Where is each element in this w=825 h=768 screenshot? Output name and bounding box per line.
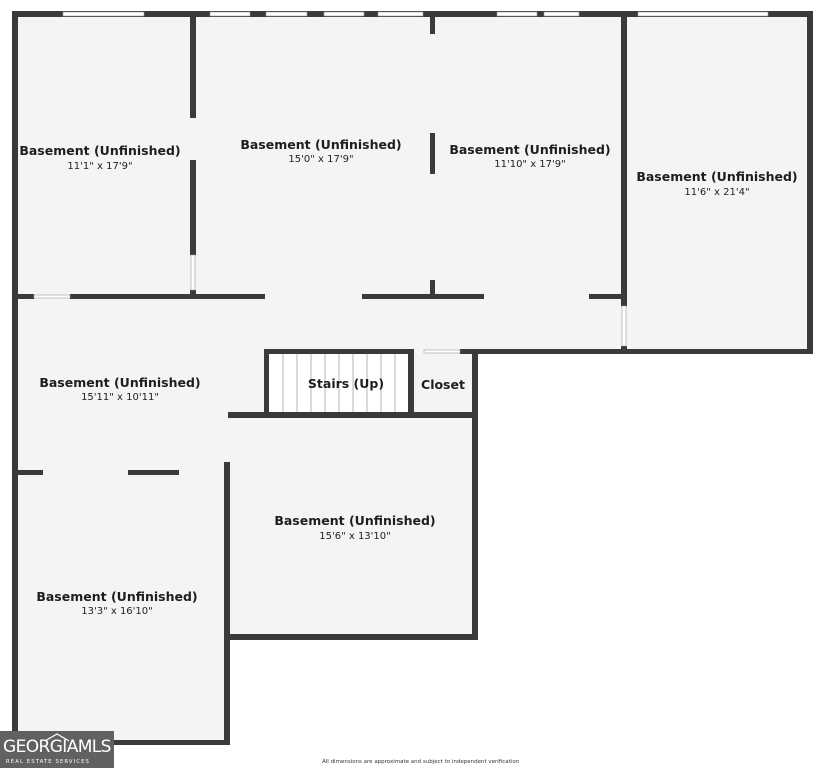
wall-v2-mid bbox=[430, 133, 435, 174]
window bbox=[423, 349, 461, 354]
wall-bottom-left bbox=[12, 740, 230, 745]
wall-bottom-right bbox=[464, 349, 813, 354]
windows bbox=[33, 11, 769, 354]
wall-lower-b bbox=[128, 470, 179, 475]
wall-center-bottom bbox=[228, 634, 478, 640]
window bbox=[62, 11, 145, 17]
logo-subtitle: REAL ESTATE SERVICES bbox=[6, 759, 90, 765]
window bbox=[543, 11, 580, 17]
stairs bbox=[269, 354, 408, 412]
stairs-label: Stairs (Up) bbox=[308, 376, 384, 391]
house-roof-icon bbox=[44, 733, 70, 742]
room-4-name: Basement (Unfinished) bbox=[636, 169, 797, 184]
wall-stairs-left bbox=[264, 349, 269, 415]
room-4-dimensions: 11'6" x 21'4" bbox=[684, 187, 749, 198]
wall-v1-top bbox=[190, 14, 196, 118]
wall-center-top bbox=[228, 412, 476, 418]
wall-stairs-top bbox=[264, 349, 412, 354]
window bbox=[637, 11, 769, 17]
wall-mid-c bbox=[362, 294, 484, 299]
closet-label: Closet bbox=[421, 377, 465, 392]
wall-right-room-left-low bbox=[621, 346, 627, 354]
wall-stairs-closet-divider bbox=[408, 349, 414, 415]
wall-left bbox=[12, 11, 18, 745]
window bbox=[265, 11, 308, 17]
wall-v1-low bbox=[190, 290, 196, 298]
room-7-name: Basement (Unfinished) bbox=[36, 589, 197, 604]
logo-brand-text: GEORGIAMLS bbox=[3, 737, 111, 757]
wall-v2-low bbox=[430, 280, 435, 298]
wall-mid-d bbox=[589, 294, 627, 299]
wall-right bbox=[807, 11, 813, 354]
room-1-name: Basement (Unfinished) bbox=[19, 143, 180, 158]
room-labels: Basement (Unfinished) 11'1" x 17'9" Base… bbox=[19, 137, 797, 617]
room-2-dimensions: 15'0" x 17'9" bbox=[288, 154, 353, 165]
room-5-dimensions: 15'11" x 10'11" bbox=[81, 392, 159, 403]
georgia-mls-logo: GEORGIAMLS REAL ESTATE SERVICES bbox=[0, 731, 114, 768]
window bbox=[33, 294, 71, 299]
wall-closet-top bbox=[460, 349, 478, 354]
window bbox=[377, 11, 424, 17]
wall-lower-left-right bbox=[224, 462, 230, 745]
room-3-name: Basement (Unfinished) bbox=[449, 142, 610, 157]
wall-v1-mid bbox=[190, 160, 196, 255]
disclaimer-text: All dimensions are approximate and subje… bbox=[322, 759, 520, 765]
wall-right-room-left bbox=[621, 11, 627, 306]
wall-v2-top bbox=[430, 14, 435, 34]
wall-center-right bbox=[472, 350, 478, 640]
wall-mid-a bbox=[12, 294, 34, 299]
window bbox=[323, 11, 365, 17]
wall-mid-b bbox=[70, 294, 265, 299]
window bbox=[621, 305, 627, 347]
room-5-name: Basement (Unfinished) bbox=[39, 375, 200, 390]
room-6-dimensions: 15'6" x 13'10" bbox=[319, 531, 391, 542]
room-1-dimensions: 11'1" x 17'9" bbox=[67, 161, 132, 172]
room-6-name: Basement (Unfinished) bbox=[274, 513, 435, 528]
window bbox=[190, 254, 196, 291]
window bbox=[209, 11, 251, 17]
window bbox=[496, 11, 538, 17]
wall-lower-a bbox=[12, 470, 43, 475]
room-3-dimensions: 11'10" x 17'9" bbox=[494, 159, 566, 170]
room-7-dimensions: 13'3" x 16'10" bbox=[81, 606, 153, 617]
room-2-name: Basement (Unfinished) bbox=[240, 137, 401, 152]
